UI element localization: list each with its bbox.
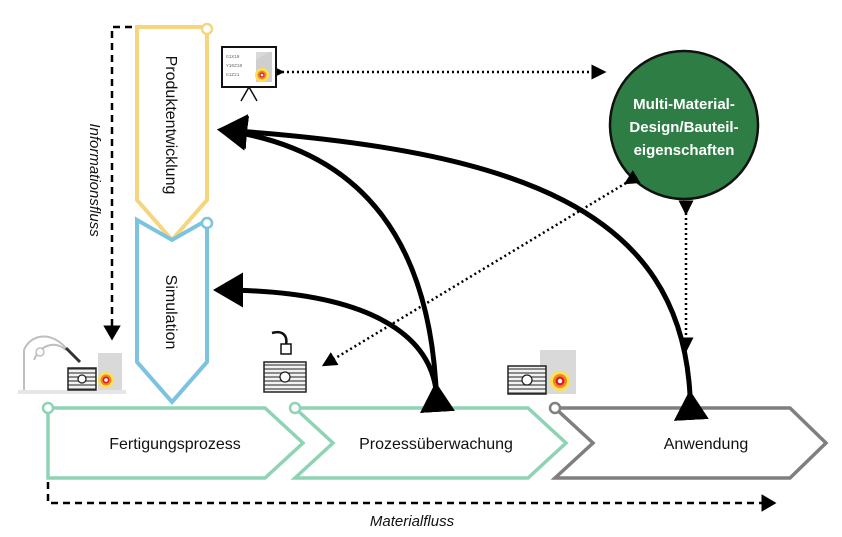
circle-label-line-2: Design/Bauteil- [629, 119, 738, 136]
chevron-simulation: Simulation [135, 216, 214, 406]
feedback-arrow-application-to-product [217, 114, 709, 421]
robot-arm-icon [18, 335, 126, 394]
circle-label-line-3: eigenschaften [634, 142, 735, 159]
feedback-arrow-monitoring-to-product [217, 116, 455, 413]
information-flow-arrow [103, 25, 132, 341]
chevron-process-monitoring: Prozessüberwachung [288, 401, 569, 480]
feedback-arrow-monitoring-to-simulation [213, 272, 439, 391]
circle-label-line-1: Multi-Material- [633, 96, 735, 113]
computer-screen-icon: G1X10 Y10Z10 G1Z21 [221, 46, 277, 102]
gcode-line-1: G1X10 [226, 54, 240, 60]
information-flow-label: Informationsfluss [86, 123, 103, 237]
chevron-label-manufacturing: Fertigungsprozess [109, 436, 241, 453]
chevron-application: Anwendung [548, 401, 829, 480]
chevron-label-process-monitoring: Prozessüberwachung [359, 436, 513, 453]
sensor-part-icon [263, 330, 307, 393]
material-flow-label: Materialfluss [370, 513, 455, 530]
chevron-label-simulation: Simulation [162, 275, 179, 350]
multi-material-design-circle: Multi-Material- Design/Bauteil- eigensch… [608, 49, 760, 201]
chevron-product-development: Produktentwicklung [135, 22, 214, 244]
chevron-label-application: Anwendung [664, 436, 749, 453]
part-heat-icon [507, 350, 576, 395]
gcode-line-3: G1Z21 [226, 72, 240, 78]
gcode-line-2: Y10Z10 [226, 63, 243, 69]
chevron-manufacturing: Fertigungsprozess [41, 401, 306, 480]
chevron-label-product-development: Produktentwicklung [162, 56, 179, 195]
